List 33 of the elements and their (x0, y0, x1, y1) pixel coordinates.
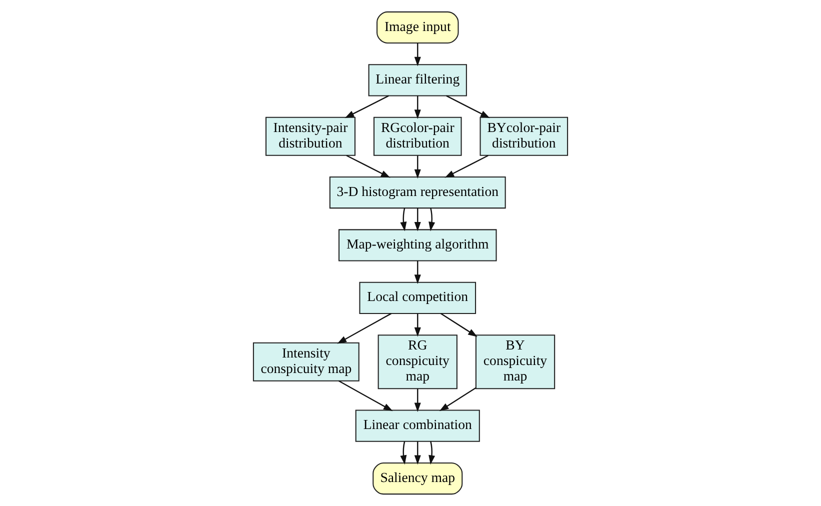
node-box: RG conspicuity map (378, 334, 458, 390)
arrow (414, 96, 421, 119)
node-box: Linear combination (355, 410, 480, 442)
arrow (400, 208, 407, 232)
arrow (414, 388, 421, 412)
arrow (414, 208, 421, 232)
node-box: 3-D histogram representation (329, 176, 506, 209)
arrow (440, 313, 478, 337)
node-box: Intensity-pair distribution (265, 116, 356, 156)
arrow (344, 95, 389, 118)
arrow (428, 208, 436, 232)
arrow (346, 154, 390, 178)
arrow (400, 441, 407, 465)
arrow (414, 441, 421, 465)
node-box: Linear filtering (368, 64, 467, 96)
node-box: BY conspicuity map (475, 334, 556, 390)
node-box: Local competition (359, 282, 476, 314)
node-box: Image input (376, 11, 459, 44)
arrow (414, 260, 421, 284)
node-box: Map-weighting algorithm (338, 229, 497, 262)
arrow (414, 156, 421, 179)
node-box: Saliency map (372, 462, 463, 495)
arrow (337, 313, 392, 344)
arrow (414, 43, 421, 66)
arrow (428, 441, 436, 465)
arrow (414, 314, 421, 337)
node-box: Intensity conspicuity map (252, 342, 360, 382)
arrow (338, 380, 393, 412)
node-box: RGcolor-pair distribution (373, 116, 462, 156)
arrow (444, 154, 488, 178)
arrow (446, 95, 490, 118)
node-box: BYcolor-pair distribution (480, 116, 568, 156)
arrow (439, 387, 476, 412)
